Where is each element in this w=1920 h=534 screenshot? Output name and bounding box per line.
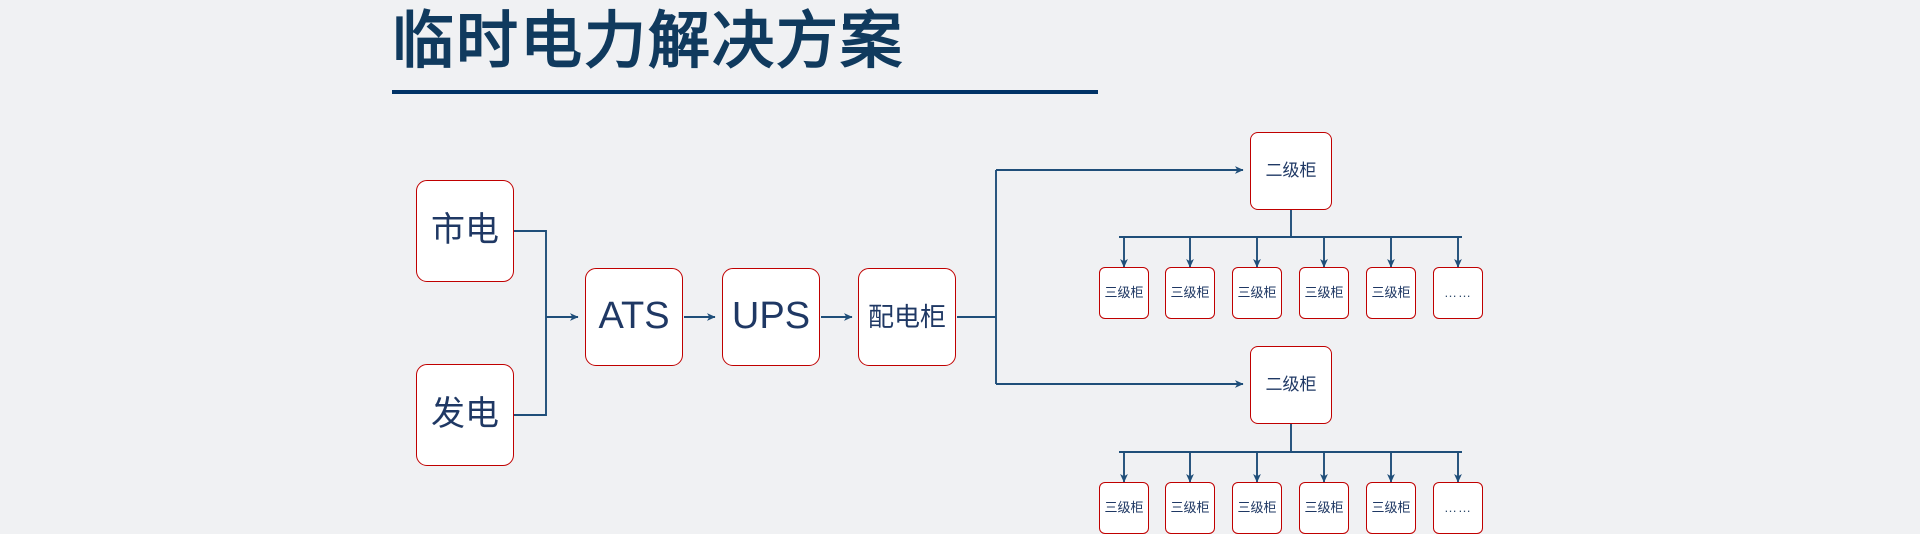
node-branch-top-ellipsis[interactable]: …… <box>1433 267 1483 319</box>
node-label: 三级柜 <box>1371 284 1411 300</box>
node-label: 三级柜 <box>1104 284 1144 300</box>
node-label: 三级柜 <box>1304 499 1344 515</box>
node-branch-bottom-level2-label: 二级柜 <box>1265 374 1317 394</box>
wire-mains-to-ats <box>514 230 547 317</box>
node-label: 三级柜 <box>1304 284 1344 300</box>
node-branch-top-level3-cabinet-4[interactable]: 三级柜 <box>1299 267 1349 319</box>
page-title: 临时电力解决方案 <box>392 4 905 77</box>
title-block: 临时电力解决方案 <box>392 2 1098 98</box>
node-branch-top-level3-cabinet-3[interactable]: 三级柜 <box>1232 267 1282 319</box>
node-branch-bottom-level3-cabinet-1[interactable]: 三级柜 <box>1099 482 1149 534</box>
node-generator-label: 发电 <box>431 395 499 434</box>
node-branch-top-level3-cabinet-2[interactable]: 三级柜 <box>1165 267 1215 319</box>
node-branch-bottom-level3-cabinet-5[interactable]: 三级柜 <box>1366 482 1416 534</box>
node-label: …… <box>1444 284 1472 300</box>
node-branch-top-level3-cabinet-5[interactable]: 三级柜 <box>1366 267 1416 319</box>
node-label: 三级柜 <box>1170 284 1210 300</box>
node-branch-top-level3-cabinet-1[interactable]: 三级柜 <box>1099 267 1149 319</box>
node-branch-bottom-ellipsis[interactable]: …… <box>1433 482 1483 534</box>
node-branch-bottom-level3-cabinet-4[interactable]: 三级柜 <box>1299 482 1349 534</box>
node-branch-bottom-level2-cabinet[interactable]: 二级柜 <box>1250 346 1332 424</box>
node-branch-bottom-level3-cabinet-3[interactable]: 三级柜 <box>1232 482 1282 534</box>
node-ats-label: ATS <box>598 295 670 338</box>
wire-generator-to-ats <box>514 317 547 416</box>
node-power-distribution-cabinet[interactable]: 配电柜 <box>858 268 956 366</box>
node-label: 三级柜 <box>1237 284 1277 300</box>
node-label: 三级柜 <box>1170 499 1210 515</box>
node-label: …… <box>1444 499 1472 515</box>
node-ups-label: UPS <box>731 295 811 338</box>
node-branch-top-level2-label: 二级柜 <box>1265 160 1317 180</box>
node-branch-bottom-level3-cabinet-2[interactable]: 三级柜 <box>1165 482 1215 534</box>
node-label: 三级柜 <box>1104 499 1144 515</box>
node-pdc-label: 配电柜 <box>867 301 946 332</box>
node-ats[interactable]: ATS <box>585 268 683 366</box>
node-label: 三级柜 <box>1371 499 1411 515</box>
node-mains-label: 市电 <box>431 211 499 250</box>
node-label: 三级柜 <box>1237 499 1277 515</box>
title-underline-rule <box>392 90 1098 94</box>
node-mains[interactable]: 市电 <box>416 180 514 282</box>
node-generator[interactable]: 发电 <box>416 364 514 466</box>
node-ups[interactable]: UPS <box>722 268 820 366</box>
node-branch-top-level2-cabinet[interactable]: 二级柜 <box>1250 132 1332 210</box>
